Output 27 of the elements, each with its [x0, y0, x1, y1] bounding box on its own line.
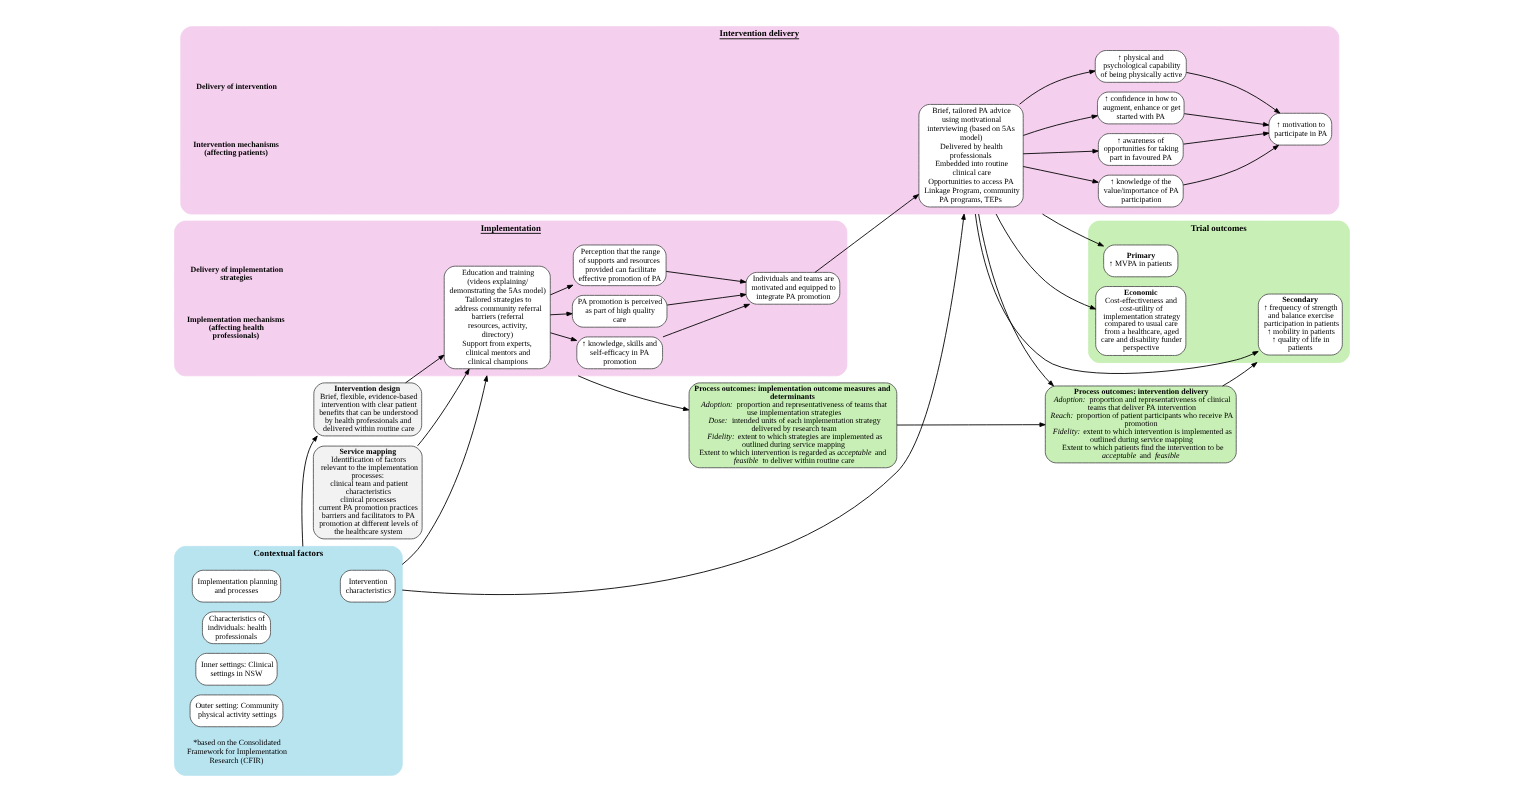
arrow [665, 271, 747, 284]
arrow [814, 194, 919, 273]
arrow [1019, 69, 1096, 105]
arrow [1186, 72, 1281, 114]
arrow [666, 292, 747, 306]
arrow [662, 303, 750, 338]
arrow [974, 213, 1259, 374]
arrow [896, 422, 1046, 427]
arrow [549, 284, 574, 296]
arrow [301, 435, 318, 547]
arrow [978, 213, 1054, 387]
arrow [577, 375, 690, 411]
arrow [1182, 144, 1279, 186]
arrow [549, 332, 578, 342]
arrow [1042, 213, 1104, 247]
arrow [1022, 166, 1099, 184]
arrow [549, 311, 573, 317]
arrow [417, 368, 470, 447]
arrow [1183, 131, 1270, 145]
arrow [1222, 362, 1258, 387]
arrow [995, 213, 1097, 310]
arrow [405, 354, 445, 384]
arrow [1022, 114, 1098, 136]
arrow [401, 213, 966, 596]
arrow [1183, 113, 1270, 127]
arrow [401, 375, 489, 565]
arrow [1022, 148, 1099, 155]
